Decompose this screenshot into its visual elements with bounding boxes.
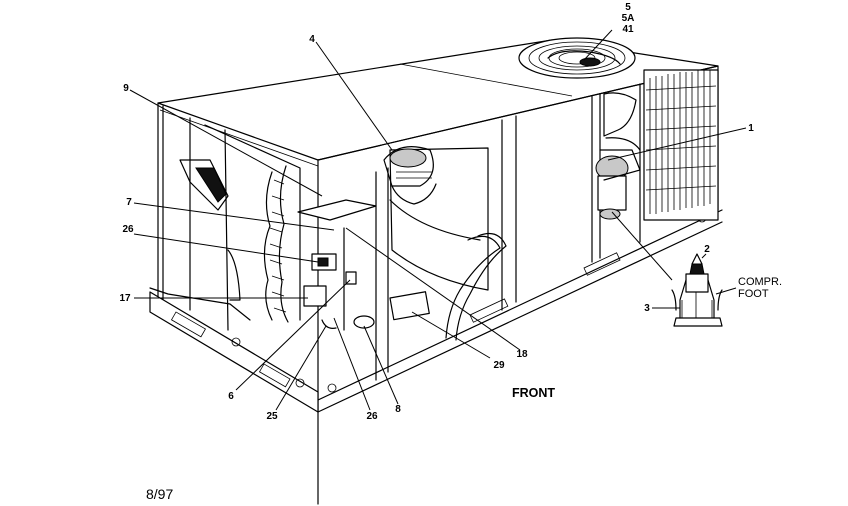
rooftop-unit-cabinet bbox=[149, 37, 723, 505]
callout-26-lower: 26 bbox=[366, 411, 378, 422]
front-label: FRONT bbox=[512, 386, 555, 400]
callout-leader-lines bbox=[129, 29, 747, 411]
callout-18: 18 bbox=[516, 349, 528, 360]
compressor-foot-detail bbox=[671, 253, 723, 327]
callout-6: 6 bbox=[228, 391, 234, 402]
callout-8: 8 bbox=[395, 404, 401, 415]
callout-7: 7 bbox=[126, 197, 132, 208]
compressor-label-line2: FOOT bbox=[738, 288, 769, 300]
callout-17: 17 bbox=[119, 293, 131, 304]
callout-25: 25 bbox=[266, 411, 278, 422]
callout-5a: 5A bbox=[622, 13, 635, 24]
date-code: 8/97 bbox=[146, 486, 173, 502]
callout-3: 3 bbox=[644, 303, 650, 314]
callout-4: 4 bbox=[309, 34, 315, 45]
callout-26-upper: 26 bbox=[122, 224, 134, 235]
callout-2: 2 bbox=[704, 244, 710, 255]
callout-9: 9 bbox=[123, 83, 129, 94]
compressor-label-line1: COMPR. bbox=[738, 276, 782, 288]
callout-1: 1 bbox=[748, 123, 754, 134]
callout-41: 41 bbox=[622, 24, 634, 35]
callout-5: 5 bbox=[625, 2, 631, 13]
callout-29: 29 bbox=[493, 360, 505, 371]
